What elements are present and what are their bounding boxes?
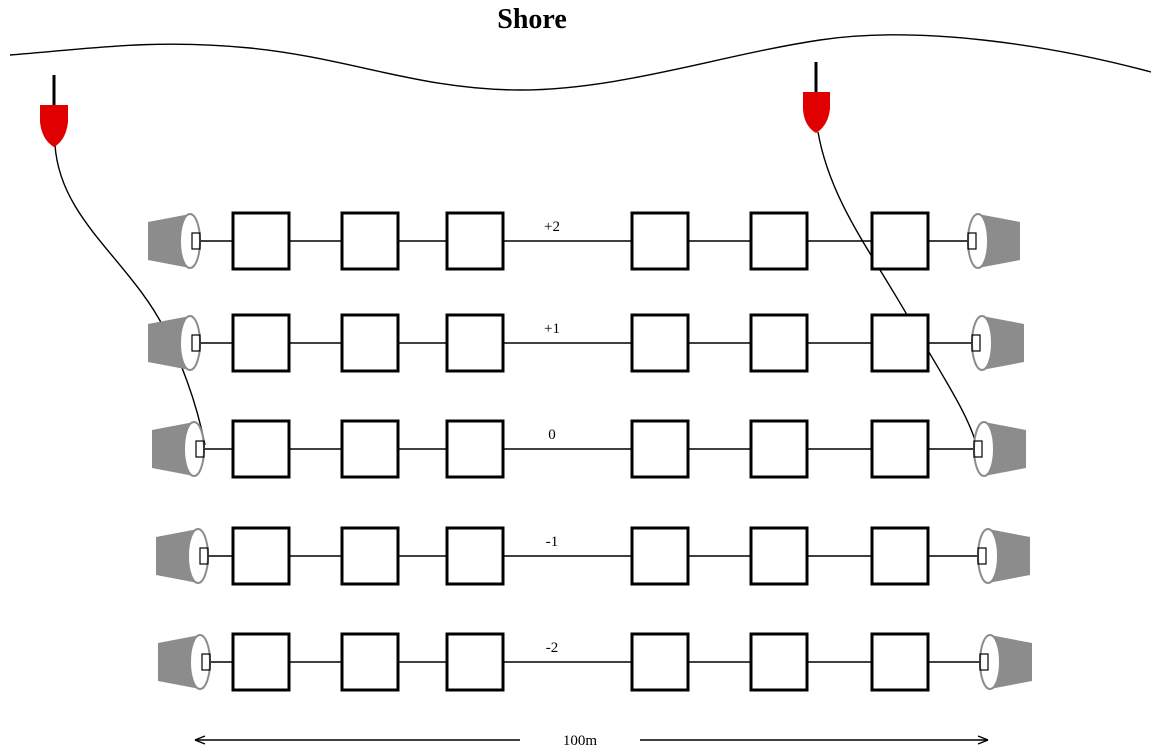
anchor-right [977, 528, 1030, 584]
anchor-face [967, 213, 989, 269]
trap-row: -1 [156, 526, 1030, 586]
shore-label: Shore [497, 4, 567, 35]
trap-row: -2 [158, 632, 1032, 692]
anchor-body [156, 529, 198, 583]
anchor-clip [191, 232, 201, 250]
trap [870, 526, 930, 586]
trap [340, 526, 400, 586]
anchor-clip [199, 547, 209, 565]
scale-bar: 100m [194, 733, 989, 749]
trap [870, 313, 930, 373]
trap-row: +2 [148, 211, 1020, 271]
trap [630, 211, 690, 271]
buoy-body [40, 105, 68, 147]
scale-arrow-left [194, 735, 206, 745]
anchor-face [977, 528, 999, 584]
anchor-body [978, 214, 1020, 268]
trap [870, 419, 930, 479]
anchor-clip [977, 547, 987, 565]
anchor-face [183, 421, 205, 477]
trap [340, 419, 400, 479]
anchor-left [158, 634, 211, 690]
trap [870, 211, 930, 271]
buoy-body [803, 92, 830, 133]
trap-row: +1 [148, 313, 1024, 373]
anchor-face [189, 634, 211, 690]
trap [340, 313, 400, 373]
anchor-face [179, 213, 201, 269]
anchor-body [988, 529, 1030, 583]
trap [749, 313, 809, 373]
anchor-face [973, 421, 995, 477]
trap [445, 313, 505, 373]
trap [749, 211, 809, 271]
trap [630, 632, 690, 692]
trap [445, 632, 505, 692]
anchor-right [979, 634, 1032, 690]
anchor-right [971, 315, 1024, 371]
scale-arrow-right [977, 735, 989, 745]
anchor-left [152, 421, 205, 477]
anchor-body [152, 422, 194, 476]
buoy-line-right [817, 131, 976, 441]
scale-label: 100m [563, 733, 598, 749]
anchor-clip [973, 440, 983, 458]
anchor-left [148, 213, 201, 269]
trap-row: 0 [152, 419, 1026, 479]
trap [340, 632, 400, 692]
trap [630, 419, 690, 479]
anchor-clip [195, 440, 205, 458]
anchor-clip [201, 653, 211, 671]
anchor-face [971, 315, 993, 371]
trap [231, 211, 291, 271]
trap [749, 419, 809, 479]
anchor-body [990, 635, 1032, 689]
anchor-face [979, 634, 1001, 690]
trap-rows: +2 +1 0 -1 -2 [148, 211, 1032, 692]
row-label: +2 [544, 219, 560, 235]
row-label: -2 [546, 640, 559, 656]
trap [340, 211, 400, 271]
marker-buoy-left [40, 75, 68, 147]
anchor-body [148, 214, 190, 268]
trap [231, 419, 291, 479]
trap [630, 526, 690, 586]
buoy-line-left [54, 144, 206, 446]
anchor-body [982, 316, 1024, 370]
trap [630, 313, 690, 373]
trap [231, 526, 291, 586]
anchor-clip [979, 653, 989, 671]
trap [445, 211, 505, 271]
anchor-clip [191, 334, 201, 352]
trap [445, 526, 505, 586]
marker-buoy-right [803, 62, 830, 133]
trap [231, 632, 291, 692]
anchor-right [973, 421, 1026, 477]
trap [749, 526, 809, 586]
trap [870, 632, 930, 692]
anchor-right [967, 213, 1020, 269]
anchor-clip [967, 232, 977, 250]
trap [749, 632, 809, 692]
anchor-body [148, 316, 190, 370]
shoreline [9, 34, 1151, 91]
anchor-left [156, 528, 209, 584]
row-label: 0 [548, 427, 556, 443]
trap [231, 313, 291, 373]
anchor-body [158, 635, 200, 689]
row-label: +1 [544, 321, 560, 337]
anchor-face [187, 528, 209, 584]
anchor-face [179, 315, 201, 371]
row-label: -1 [546, 534, 559, 550]
anchor-clip [971, 334, 981, 352]
anchor-left [148, 315, 201, 371]
anchor-body [984, 422, 1026, 476]
trap [445, 419, 505, 479]
